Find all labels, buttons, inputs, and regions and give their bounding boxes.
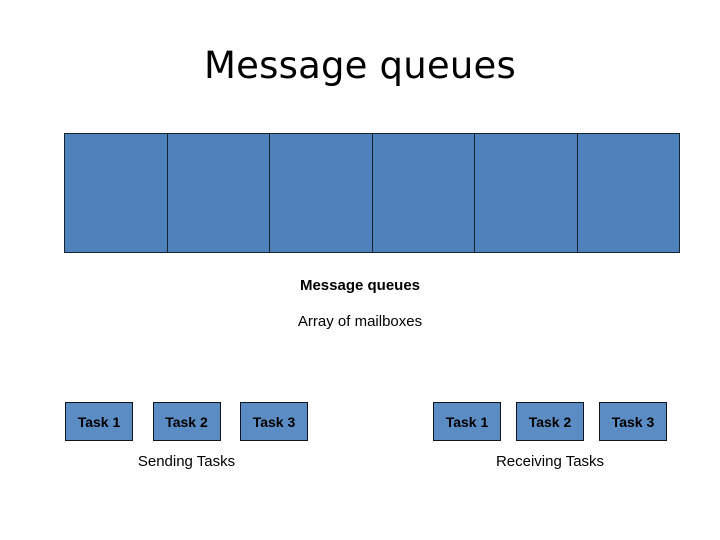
page-title: Message queues	[204, 44, 516, 87]
task-row: Task 1 Task 2 Task 3	[65, 402, 308, 441]
receiving-tasks-caption: Receiving Tasks	[495, 453, 605, 470]
receiving-task-box-3[interactable]: Task 3	[599, 402, 667, 441]
queue-cell[interactable]	[65, 134, 168, 252]
queue-cell[interactable]	[475, 134, 578, 252]
receiving-tasks-group: Task 1 Task 2 Task 3	[433, 402, 667, 441]
sending-tasks-group: Task 1 Task 2 Task 3	[65, 402, 308, 441]
queue-cell[interactable]	[372, 134, 475, 252]
queue-cell[interactable]	[270, 134, 373, 252]
queue-array-caption-primary: Message queues	[299, 277, 421, 294]
sending-task-box-1[interactable]: Task 1	[65, 402, 133, 441]
receiving-task-box-1[interactable]: Task 1	[433, 402, 501, 441]
queue-cell[interactable]	[167, 134, 270, 252]
sending-task-box-2[interactable]: Task 2	[152, 402, 221, 441]
receiving-task-box-2[interactable]: Task 2	[516, 402, 584, 441]
queue-cell[interactable]	[577, 134, 679, 252]
queue-array-caption-secondary: Array of mailboxes	[297, 313, 423, 330]
sending-tasks-caption: Sending Tasks	[137, 453, 236, 470]
task-row: Task 1 Task 2 Task 3	[433, 402, 667, 441]
sending-task-box-3[interactable]: Task 3	[240, 402, 308, 441]
message-queue-array	[64, 133, 680, 253]
